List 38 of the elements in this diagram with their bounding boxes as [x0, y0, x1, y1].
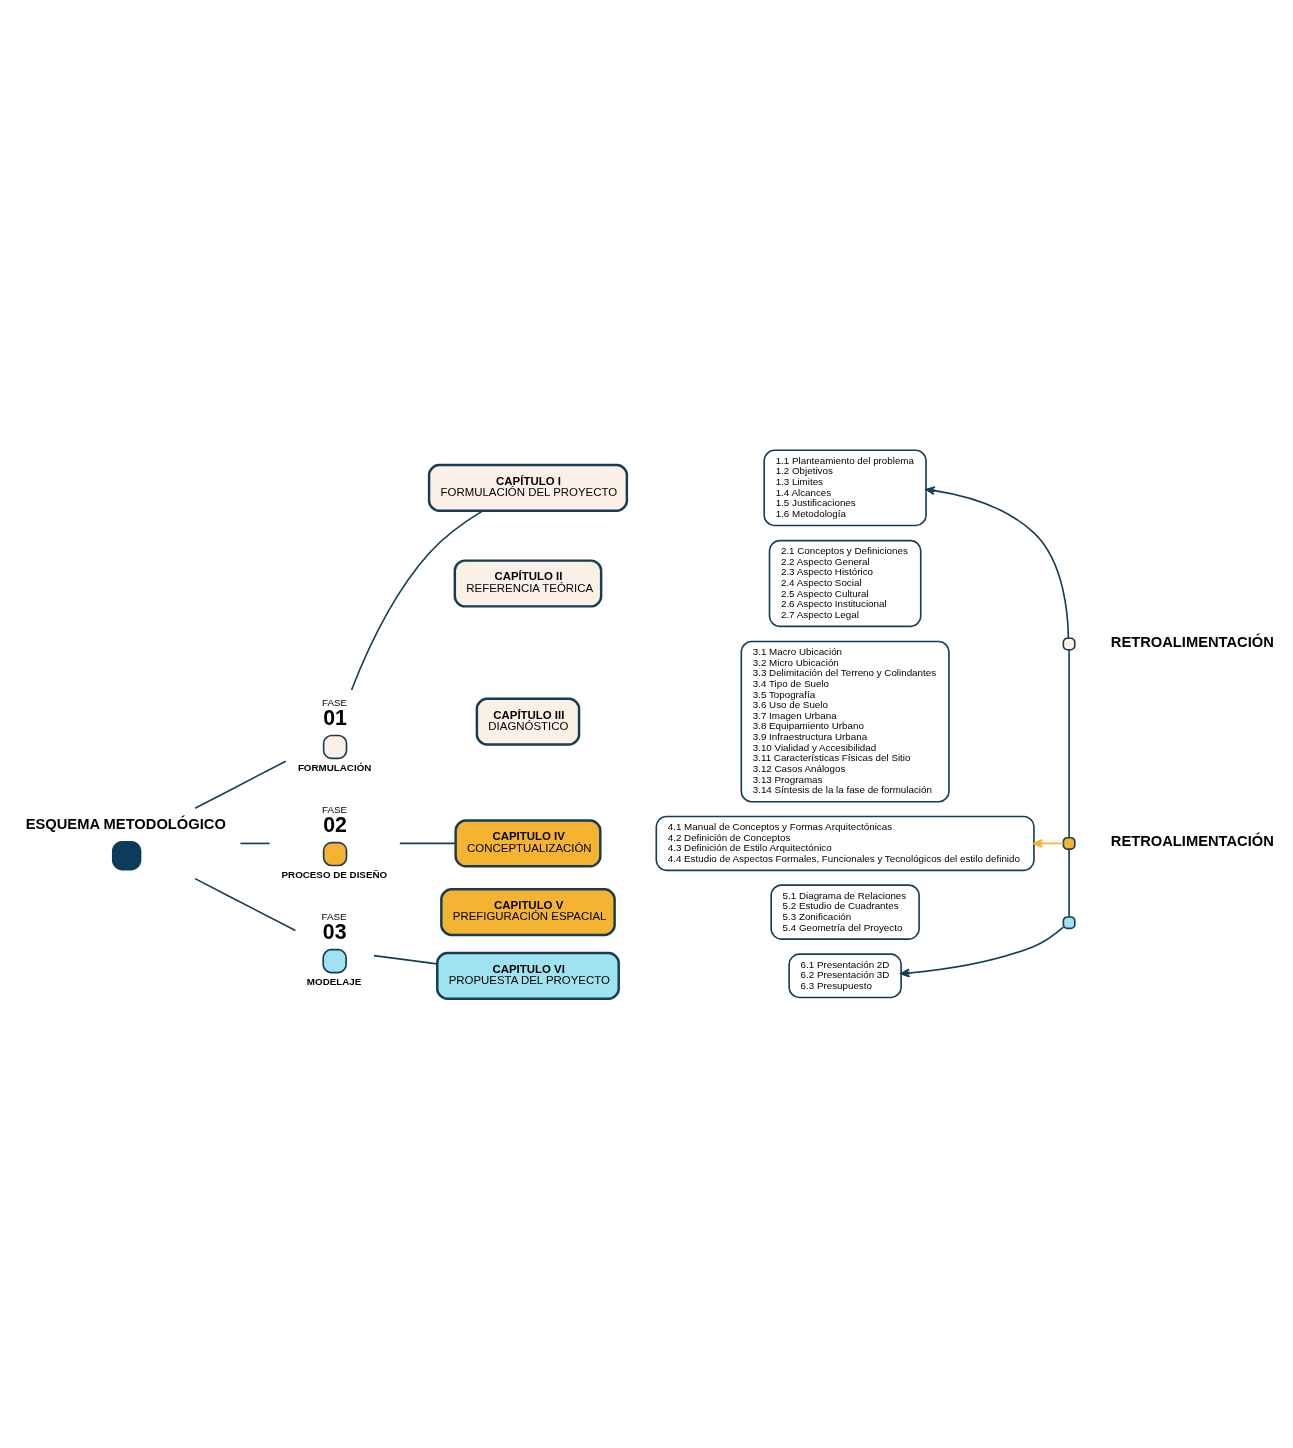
- label: RETROALIMENTACIÓN: [1110, 832, 1274, 849]
- arrow: [925, 485, 1070, 639]
- connector: [373, 954, 438, 965]
- node-label: PROCESO DE DISEÑO: [281, 868, 388, 880]
- node-box: CAPÍTULO I FORMULACIÓN DEL PROYECTO: [427, 463, 629, 512]
- node-box: [1062, 915, 1076, 929]
- node-box: CAPITULO V PREFIGURACIÓN ESPACIAL: [440, 887, 616, 936]
- node-box: CAPITULO VI PROPUESTA DEL PROYECTO: [436, 951, 620, 1000]
- node-label: ESQUEMA METODOLÓGICO: [25, 815, 226, 832]
- node-label: FORMULACIÓN: [297, 761, 372, 773]
- node-box: 4.1 Manual de Conceptos y Formas Arquitectónicas 4.2 Definición de Conceptos 4.3 Definición de Estilo Arquitectónico 4.4 Estudio de Aspectos Formales, Funcionales y Tecnológicos del estilo definido: [655, 815, 1035, 871]
- label: RETROALIMENTACIÓN: [1110, 633, 1274, 650]
- connector: [239, 842, 271, 844]
- node-label: FASE: [322, 803, 348, 815]
- connector: [1068, 847, 1070, 918]
- connector: [1068, 648, 1070, 838]
- node-box: CAPÍTULO II REFERENCIA TEÓRICA: [453, 558, 603, 608]
- connector: [194, 759, 287, 809]
- arrow: [900, 925, 1065, 977]
- node-box: 3.1 Macro Ubicación 3.2 Micro Ubicación 3.3 Delimitación del Terreno y Colindantes 3.4 Tipo de Suelo 3.5 Topografía 3.6 Uso de Suelo 3.7 Imagen Urbana 3.8 Equipamiento Urbano 3.9 Infraestructura Urbana 3.10 Vialidad y Accesibilidad 3.11 Características Físicas del Sitio 3.12 Casos Análogos 3.13 Programas 3.14 Síntesis de la la fase de formulación: [740, 640, 950, 803]
- connector: [399, 842, 457, 844]
- node-box: CAPITULO IV CONCEPTUALIZACIÓN: [454, 818, 602, 868]
- connector: [350, 509, 484, 691]
- node-box: 6.1 Presentación 2D 6.2 Presentación 3D 6.3 Presupuesto: [788, 952, 902, 998]
- node-box: 5.1 Diagrama de Relaciones 5.2 Estudio de Cuadrantes 5.3 Zonificación 5.4 Geometría del Proyecto: [770, 883, 920, 940]
- connector: [194, 877, 297, 931]
- node-box: 2.1 Conceptos y Definiciones 2.2 Aspecto General 2.3 Aspecto Histórico 2.4 Aspecto Social 2.5 Aspecto Cultural 2.6 Aspecto Institucional 2.7 Aspecto Legal: [768, 539, 922, 627]
- node-box: CAPÍTULO III DIAGNÓSTICO: [475, 697, 581, 746]
- node-label: 01: [323, 705, 347, 730]
- node-label: FASE: [321, 910, 347, 922]
- node-label: 02: [323, 812, 347, 837]
- node-box: 1.1 Planteamiento del problema 1.2 Objetivos 1.3 Limites 1.4 Alcances 1.5 Justificaciones 1.6 Metodología: [763, 448, 927, 526]
- node-box: [1062, 836, 1076, 850]
- node-label: MODELAJE: [306, 975, 362, 987]
- arrow: [1033, 838, 1065, 848]
- node-label: 03: [322, 919, 347, 944]
- node-box: [1062, 636, 1076, 651]
- node-label: FASE: [322, 696, 348, 708]
